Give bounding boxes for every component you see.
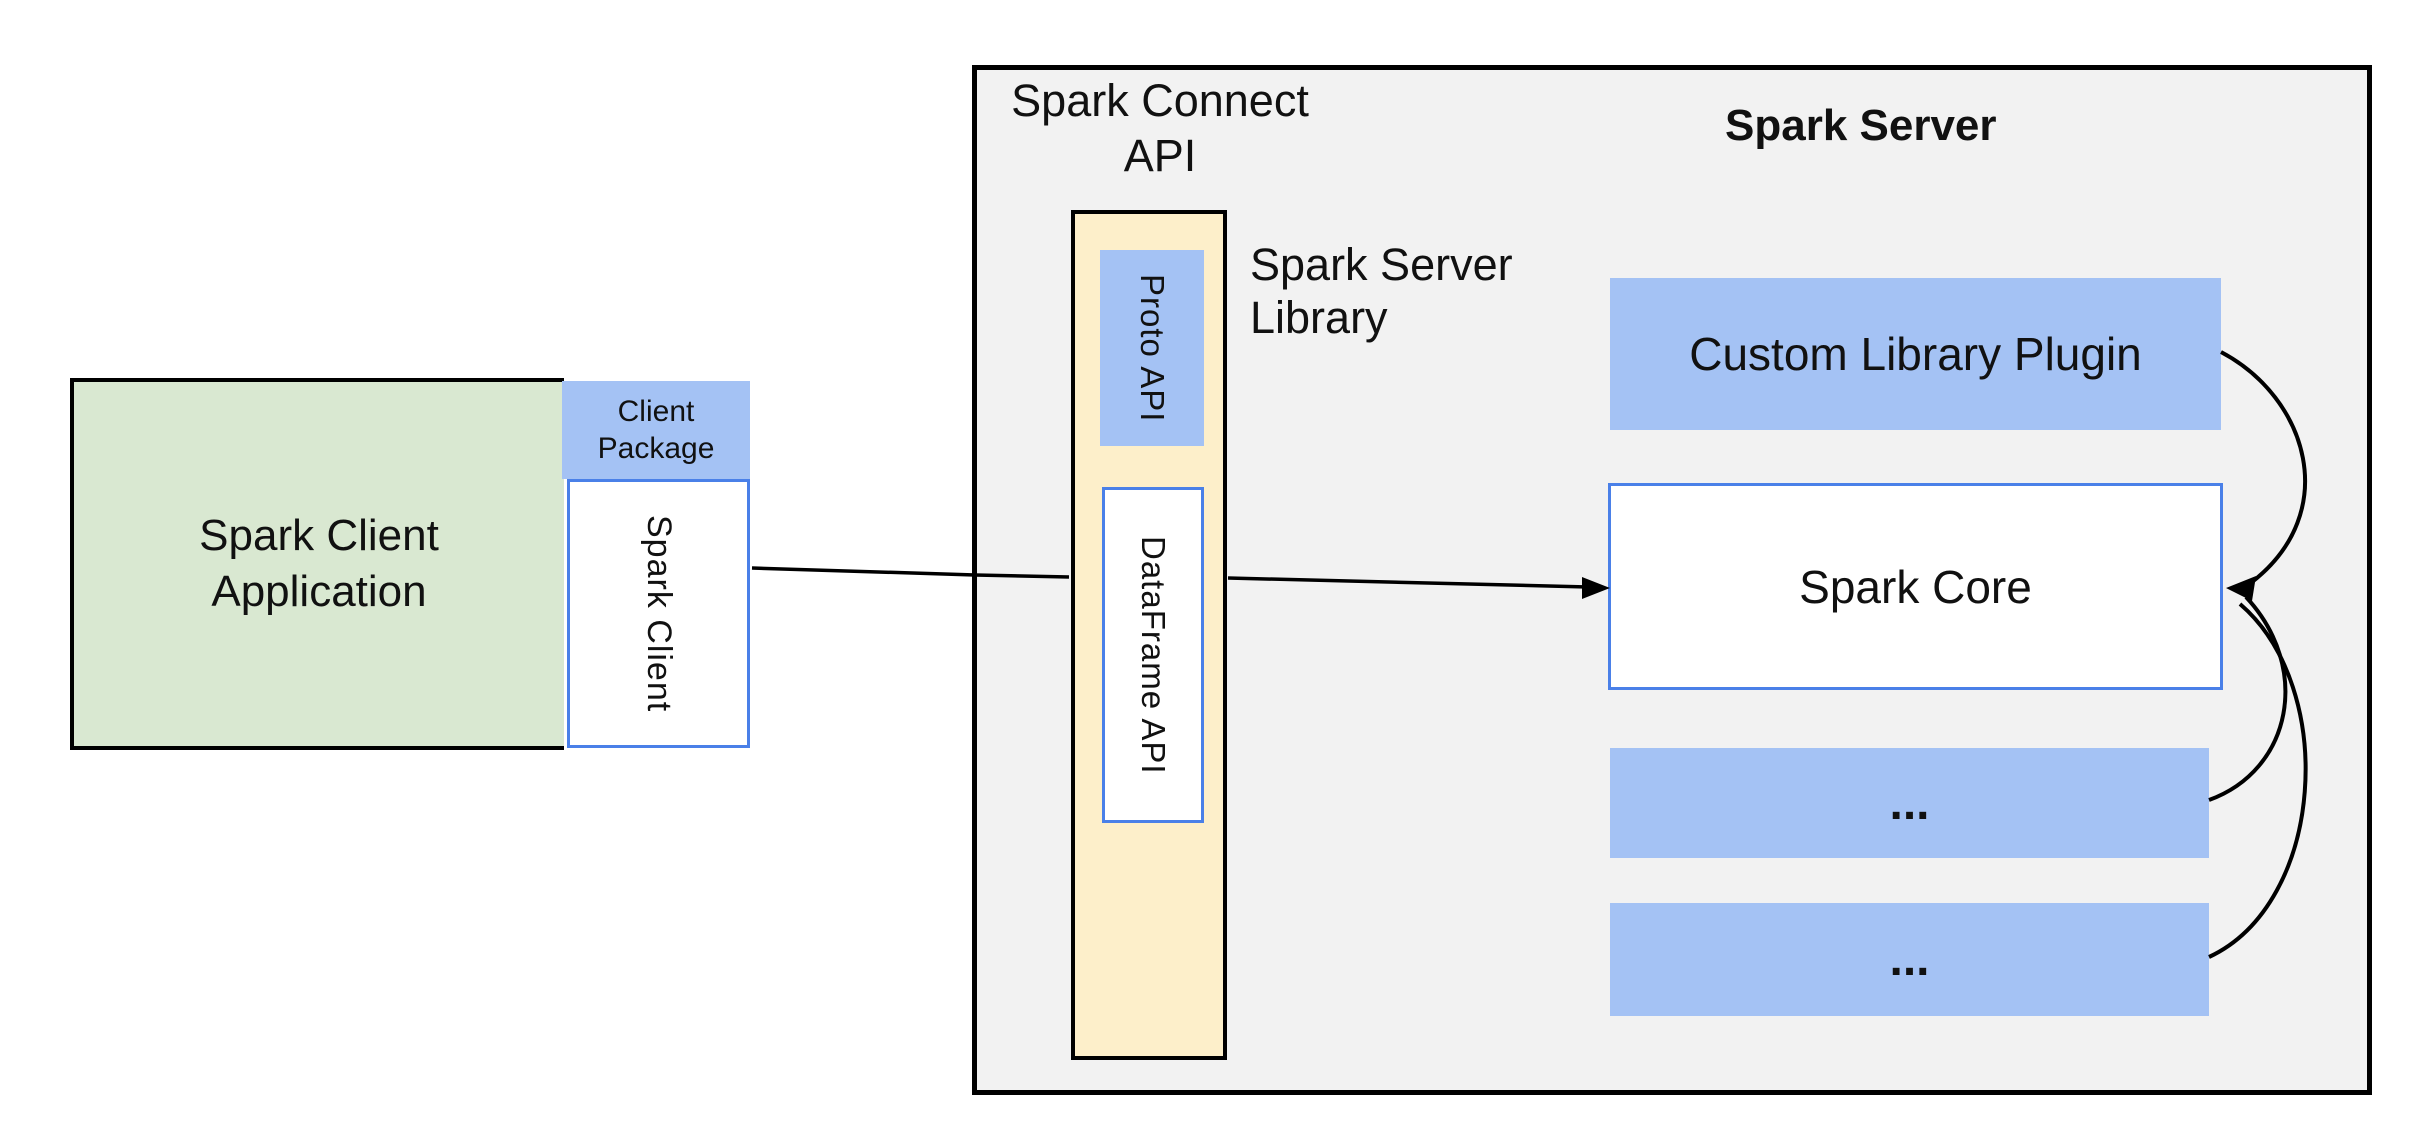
- spark-client-application-box: Spark Client Application: [70, 378, 564, 750]
- spark-client-box: Spark Client: [567, 479, 750, 748]
- proto-api-label: Proto API: [1134, 273, 1171, 423]
- client-package-label: Client Package: [597, 394, 715, 466]
- spark-server-title: Spark Server: [1725, 101, 1997, 150]
- client-package-box: Client Package: [562, 381, 750, 479]
- dataframe-api-box: DataFrame API: [1102, 487, 1204, 823]
- custom-library-plugin-box: Custom Library Plugin: [1610, 278, 2221, 430]
- ellipsis-box-2: ...: [1610, 903, 2209, 1016]
- spark-client-label: Spark Client: [640, 514, 678, 713]
- ellipsis-label-1: ...: [1889, 776, 1930, 830]
- dataframe-api-label: DataFrame API: [1135, 535, 1172, 775]
- spark-connect-api-label: Spark Connect API: [1011, 75, 1309, 181]
- spark-core-label: Spark Core: [1799, 560, 2032, 613]
- ellipsis-label-2: ...: [1889, 933, 1930, 986]
- ellipsis-box-1: ...: [1610, 748, 2209, 858]
- spark-server-library-label: Spark Server Library: [1250, 239, 1513, 344]
- custom-library-plugin-label: Custom Library Plugin: [1689, 328, 2142, 380]
- spark-core-box: Spark Core: [1608, 483, 2223, 690]
- spark-client-application-label: Spark Client Application: [199, 510, 439, 616]
- proto-api-box: Proto API: [1100, 250, 1204, 446]
